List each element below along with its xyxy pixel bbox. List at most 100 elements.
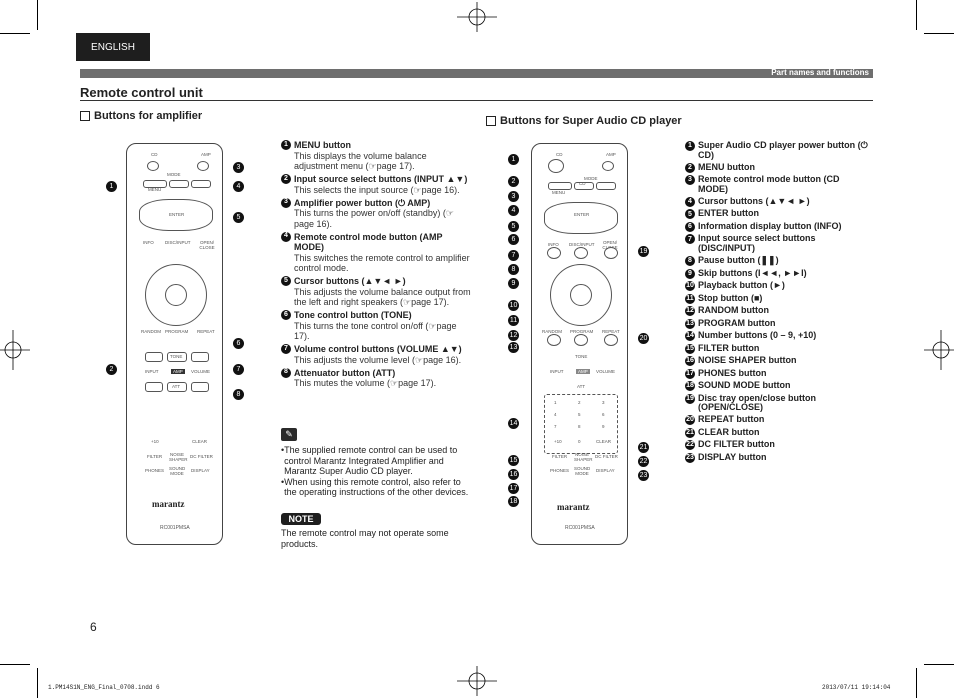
amp-mode-button	[191, 180, 211, 188]
item-body: This adjusts the volume level (☞page 16)…	[294, 354, 462, 365]
bullet-icon: •	[281, 476, 285, 487]
callout-23: 23	[638, 470, 649, 481]
item-body: This selects the input source (☞page 16)…	[294, 184, 460, 195]
item-title: Amplifier power button (⏻ AMP)	[294, 197, 431, 208]
volume-up-button	[191, 352, 209, 362]
mode-label: MODE	[584, 176, 598, 181]
item-title: SOUND MODE button	[698, 380, 791, 391]
amp-indicator-label: AMP	[576, 369, 590, 374]
item-title: NOISE SHAPER button	[698, 355, 797, 366]
number-badge: 23	[685, 452, 695, 463]
tone-label: TONE	[575, 354, 588, 359]
clear-label: CLEAR	[192, 439, 208, 444]
item-body: This displays the volume balance adjustm…	[294, 150, 427, 172]
item-title: RANDOM button	[698, 305, 769, 316]
number-badge: 2	[685, 162, 695, 173]
tone-button	[167, 352, 187, 362]
callout-1: 1	[106, 181, 117, 192]
callout-5: 5	[508, 221, 519, 232]
noise-shaper-label: NOISE SHAPER	[169, 452, 188, 462]
item-title: MENU button	[294, 140, 351, 150]
number-pad	[544, 394, 618, 454]
phones-label: PHONES	[550, 468, 570, 473]
crop-mark	[924, 664, 954, 665]
amp-section-heading: Buttons for amplifier	[80, 110, 202, 122]
item-title: CLEAR button	[698, 426, 760, 437]
plus10-label: +10	[151, 439, 159, 444]
repeat-label: REPEAT	[602, 329, 620, 334]
disc-input-label: DISC/INPUT	[165, 240, 191, 245]
callout-17: 17	[508, 483, 519, 494]
volume-down-button	[191, 382, 209, 392]
cd-remote-illustration: CD AMP MODE MENU CD ENTER INFO DISC/INPU…	[531, 143, 628, 545]
bullet-icon: •	[281, 445, 285, 455]
item-title: Remote control mode button (AMP MODE)	[294, 231, 443, 253]
callout-8: 8	[233, 389, 244, 400]
callout-3: 3	[233, 162, 244, 173]
registration-mark	[924, 330, 954, 370]
digit-6: 6	[602, 412, 605, 417]
note-badge: NOTE	[281, 513, 321, 525]
number-badge: 7	[281, 344, 291, 354]
digit-5: 5	[578, 412, 581, 417]
noise-shaper-label: NOISE SHAPER	[574, 452, 593, 462]
menu-button	[143, 180, 167, 188]
dc-filter-label: DC FILTER	[595, 454, 618, 459]
callout-5: 5	[233, 212, 244, 223]
item-body: This switches the remote control to ampl…	[294, 252, 470, 274]
item-body: This turns the tone control on/off (☞pag…	[294, 320, 457, 342]
cursor-pad	[139, 199, 213, 231]
amp-power-button	[197, 161, 209, 171]
crop-mark	[37, 0, 38, 30]
item-title: Input source select buttons (DISC/INPUT)	[698, 233, 816, 253]
square-bullet-icon	[80, 111, 90, 121]
number-badge: 3	[685, 175, 695, 186]
number-badge: 4	[281, 231, 291, 242]
callout-19: 19	[638, 246, 649, 257]
plus10-label: +10	[554, 439, 562, 444]
sound-mode-label: SOUND MODE	[169, 466, 186, 476]
section-name: Part names and functions	[771, 68, 869, 77]
page-number: 6	[90, 620, 97, 634]
memo-icon: ✎	[281, 428, 297, 441]
number-badge: 5	[685, 209, 695, 220]
open-close-button	[604, 247, 618, 259]
item-body: This adjusts the volume balance output f…	[294, 286, 471, 308]
callout-2: 2	[106, 364, 117, 375]
callout-13: 13	[508, 342, 519, 353]
callout-1: 1	[508, 154, 519, 165]
number-badge: 20	[685, 415, 695, 426]
tone-label: TONE	[170, 354, 183, 359]
disc-input-button	[574, 247, 588, 259]
callout-21: 21	[638, 442, 649, 453]
item-body: This mutes the volume (☞page 17).	[294, 378, 437, 388]
item-title: Skip buttons (I◄◄, ►►I)	[698, 267, 807, 278]
item-title: MENU button	[698, 161, 755, 172]
number-badge: 3	[281, 197, 291, 208]
filter-label: FILTER	[552, 454, 568, 459]
item-title: Input source select buttons (INPUT ▲▼)	[294, 174, 468, 184]
callout-12: 12	[508, 330, 519, 341]
crop-mark	[916, 668, 917, 698]
input-label: INPUT	[145, 369, 159, 374]
number-badge: 1	[685, 141, 695, 151]
item-title: DC FILTER button	[698, 439, 775, 450]
program-button	[574, 334, 588, 346]
amp-power-label: AMP	[201, 152, 211, 157]
play-center	[570, 284, 592, 306]
number-badge: 11	[685, 293, 695, 304]
registration-mark	[457, 666, 497, 696]
callout-20: 20	[638, 333, 649, 344]
random-label: RANDOM	[141, 329, 161, 334]
number-badge: 8	[685, 256, 695, 267]
number-badge: 6	[685, 221, 695, 232]
